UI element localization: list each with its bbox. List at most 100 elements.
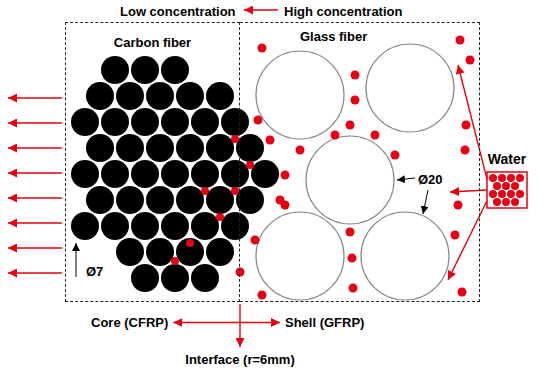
flow-arrow	[448, 201, 487, 280]
illustration-part	[489, 174, 497, 182]
concentration-arrow	[244, 9, 278, 10]
illustration-part	[502, 182, 510, 190]
illustration-part	[186, 239, 194, 247]
illustration-part	[254, 116, 263, 125]
illustration-part	[361, 212, 449, 300]
illustration-part	[8, 272, 62, 273]
illustration-part	[258, 291, 267, 300]
illustration-part	[516, 174, 524, 182]
illustration-part	[161, 108, 189, 136]
illustration-part	[221, 108, 249, 136]
illustration-part	[256, 212, 344, 300]
illustration-part	[502, 198, 510, 206]
illustration-part	[86, 82, 114, 110]
illustration-part	[146, 186, 174, 214]
illustration-part	[171, 257, 179, 265]
illustration-part	[191, 212, 219, 240]
illustration-part	[8, 172, 62, 173]
illustration-part	[366, 44, 454, 132]
illustration-part	[71, 212, 99, 240]
illustration-part	[466, 56, 475, 65]
illustration-part	[101, 212, 129, 240]
flow-arrow	[173, 322, 280, 323]
illustration-part	[161, 56, 189, 84]
illustration-part	[86, 186, 114, 214]
illustration-part	[8, 147, 62, 148]
concentration-label: Low concentration	[120, 4, 236, 19]
illustration-part	[71, 108, 99, 136]
illustration-part	[76, 243, 77, 277]
carbon-fibers	[71, 56, 279, 292]
core-region: Carbon fiberCore (CFRP)	[65, 22, 240, 302]
text-holder: Shell (GFRP)	[285, 313, 364, 331]
interface-arrow	[239, 304, 240, 347]
flow-arrow	[458, 65, 487, 179]
illustration-part	[454, 201, 463, 210]
illustration-part	[246, 161, 254, 169]
illustration-part	[511, 198, 519, 206]
illustration-part	[489, 174, 524, 206]
illustration-part	[236, 186, 264, 214]
illustration-part	[146, 238, 174, 266]
illustration-part	[516, 190, 524, 198]
illustration-part	[146, 82, 174, 110]
illustration-part	[8, 97, 62, 98]
diameter-pointers	[76, 178, 428, 277]
label-holder: Ø20	[418, 170, 443, 188]
illustration-part	[176, 134, 204, 162]
illustration-part	[507, 190, 515, 198]
illustration-part	[176, 82, 204, 110]
illustration-part	[331, 131, 340, 140]
label-holder: Low concentration	[120, 2, 236, 20]
illustration-part	[346, 228, 355, 237]
illustration-part	[231, 135, 239, 143]
shell-region: Glass fiberShell (GFRP)	[240, 22, 480, 302]
illustration-part	[206, 134, 234, 162]
illustration-part	[507, 174, 515, 182]
text-holder: Water	[447, 150, 550, 168]
water-molecules	[171, 36, 475, 300]
text-holder: Carbon fiber	[66, 33, 239, 51]
illustration-part	[201, 187, 209, 195]
dimension-label: Ø7	[86, 264, 103, 279]
illustration-part	[251, 160, 279, 188]
illustration-part	[498, 190, 506, 198]
concentration-label: High concentration	[284, 4, 402, 19]
water-source	[487, 172, 527, 208]
glass-fibers	[256, 44, 454, 300]
illustration-part	[101, 160, 129, 188]
illustration-part	[116, 186, 144, 214]
region-title: Carbon fiber	[114, 35, 191, 50]
illustration-part	[131, 108, 159, 136]
illustration-part	[296, 146, 305, 155]
illustration-part	[236, 268, 245, 277]
label-holder: High concentration	[284, 2, 402, 20]
illustration-part	[161, 212, 189, 240]
region-title: Glass fiber	[300, 29, 367, 44]
illustration-part	[131, 160, 159, 188]
illustration-part	[8, 122, 62, 123]
water-box: Water	[487, 172, 527, 208]
illustration-part	[371, 131, 380, 140]
illustration-part	[131, 212, 159, 240]
illustration-part	[487, 172, 527, 208]
illustration-part	[281, 171, 290, 180]
illustration-part	[191, 108, 219, 136]
illustration-part	[451, 231, 460, 240]
illustration-part	[206, 82, 234, 110]
illustration-part	[221, 212, 249, 240]
illustration-part	[456, 36, 465, 45]
illustration-part	[236, 134, 264, 162]
illustration-part	[346, 121, 355, 130]
illustration-part	[221, 160, 249, 188]
illustration-part	[8, 247, 62, 248]
illustration-part	[101, 108, 129, 136]
illustration-part	[176, 238, 204, 266]
illustration-part	[116, 134, 144, 162]
illustration-part	[251, 236, 260, 245]
illustration-part	[131, 56, 159, 84]
illustration-part	[351, 96, 360, 105]
illustration-part	[231, 187, 239, 195]
